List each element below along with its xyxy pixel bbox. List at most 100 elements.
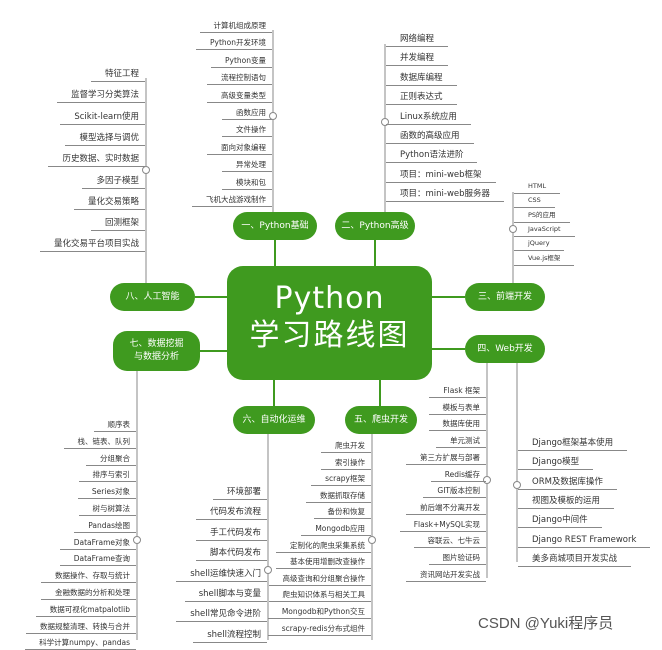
- leaf-flask-item[interactable]: 前后端不分离开发: [406, 502, 486, 515]
- leaf-flask-item[interactable]: Flask 框架: [429, 385, 486, 398]
- leaf-advanced-item[interactable]: Python语法进阶: [386, 150, 478, 164]
- watermark: CSDN @Yuki程序员: [478, 615, 614, 632]
- leaf-flask-item[interactable]: Flask+MySQL实现: [399, 519, 486, 532]
- leaf-crawler-item[interactable]: 高级查询和分组聚合操作: [268, 573, 371, 586]
- leaf-flask-item[interactable]: 资讯网站开发实战: [406, 569, 486, 582]
- leaf-data-item[interactable]: 数据可视化matpalotlib: [35, 604, 136, 617]
- leaf-data-item[interactable]: 树与树算法: [78, 503, 136, 516]
- leaf-basic-item[interactable]: 流程控制语句: [207, 72, 272, 86]
- leaf-data-item[interactable]: 分组聚合: [86, 453, 136, 466]
- branch-python-basic[interactable]: 一、Python基础: [233, 212, 317, 240]
- leaf-crawler-item[interactable]: 索引操作: [321, 457, 371, 470]
- leaf-crawler-item[interactable]: 定制化的爬虫采集系统: [276, 540, 371, 553]
- leaf-django-item[interactable]: 美多商城项目开发实战: [518, 554, 632, 567]
- leaf-ops-item[interactable]: shell常见命令进阶: [176, 609, 267, 623]
- leaf-django-item[interactable]: Django中间件: [518, 515, 602, 529]
- leaf-data-item[interactable]: 金融数据的分析和处理: [41, 587, 136, 600]
- leaf-basic-item[interactable]: 计算机组成原理: [199, 20, 272, 33]
- leaf-ai-item[interactable]: 量化交易平台项目实战: [39, 239, 145, 253]
- leaf-data-item[interactable]: 数据操作、存取与统计: [41, 570, 136, 584]
- leaf-data-item[interactable]: 栈、链表、队列: [63, 436, 136, 449]
- leaf-data-item[interactable]: 数据规整清理、转换与合并: [26, 621, 136, 634]
- leaf-crawler-item[interactable]: Mongodb应用: [301, 523, 371, 536]
- leaf-frontend-item[interactable]: HTML: [514, 181, 561, 194]
- leaf-crawler-item[interactable]: scrapy框架: [311, 473, 371, 487]
- branch-web[interactable]: 四、Web开发: [465, 335, 545, 363]
- leaf-frontend-item[interactable]: PS的应用: [514, 210, 570, 223]
- leaf-advanced-item[interactable]: 并发编程: [386, 53, 449, 67]
- leaf-basic-item[interactable]: 异常处理: [222, 159, 272, 173]
- leaf-advanced-item[interactable]: 数据库编程: [386, 73, 457, 86]
- leaf-advanced-item[interactable]: 项目：mini-web服务器: [386, 189, 505, 203]
- leaf-advanced-item[interactable]: 网络编程: [386, 34, 449, 47]
- leaf-data-item[interactable]: DataFrame查询: [59, 553, 136, 567]
- leaf-advanced-item[interactable]: 正则表达式: [386, 92, 457, 106]
- leaf-frontend-item[interactable]: JavaScript: [514, 224, 575, 237]
- leaf-data-item[interactable]: Pandas绘图: [74, 520, 136, 533]
- leaf-data-item[interactable]: 科学计算numpy、pandas: [25, 637, 136, 650]
- branch-frontend[interactable]: 三、前端开发: [465, 283, 545, 311]
- leaf-ops-item[interactable]: 脚本代码发布: [195, 548, 267, 562]
- leaf-advanced-item[interactable]: 项目：mini-web框架: [386, 170, 496, 183]
- leaf-django-item[interactable]: Django模型: [518, 457, 594, 471]
- leaf-frontend-item[interactable]: CSS: [514, 195, 555, 209]
- leaf-basic-item[interactable]: 面向对象编程: [207, 142, 272, 155]
- leaf-flask-item[interactable]: 模板与表单: [428, 402, 486, 415]
- leaf-ai-item[interactable]: 历史数据、实时数据: [48, 154, 145, 168]
- leaf-flask-item[interactable]: 图片验证码: [428, 552, 486, 565]
- leaf-crawler-item[interactable]: 爬虫知识体系与相关工具: [268, 589, 371, 603]
- leaf-basic-item[interactable]: 飞机大战游戏制作: [192, 194, 272, 207]
- leaf-ops-item[interactable]: 环境部署: [212, 487, 267, 500]
- leaf-data-item[interactable]: 排序与索引: [78, 469, 136, 483]
- leaf-ops-item[interactable]: shell运维快速入门: [176, 569, 267, 582]
- leaf-ai-item[interactable]: 监督学习分类算法: [56, 90, 145, 104]
- leaf-advanced-item[interactable]: 函数的高级应用: [386, 131, 474, 144]
- leaf-flask-item[interactable]: 数据库使用: [428, 418, 486, 432]
- branch-data-analysis[interactable]: 七、数据挖掘 与数据分析: [113, 331, 200, 371]
- leaf-ops-item[interactable]: 手工代码发布: [195, 528, 267, 541]
- leaf-crawler-item[interactable]: scrapy-redis分布式组件: [267, 623, 371, 636]
- leaf-crawler-item[interactable]: 爬虫开发: [321, 440, 371, 453]
- leaf-basic-item[interactable]: 函数应用: [222, 107, 272, 120]
- leaf-ai-item[interactable]: 多因子模型: [82, 176, 145, 189]
- leaf-flask-item[interactable]: 单元测试: [436, 435, 486, 449]
- branch-crawler[interactable]: 五、爬虫开发: [345, 406, 417, 434]
- leaf-crawler-item[interactable]: Mongodb和Python交互: [267, 606, 371, 619]
- leaf-django-item[interactable]: Django框架基本使用: [518, 438, 628, 451]
- leaf-ops-item[interactable]: shell流程控制: [193, 630, 267, 643]
- branch-python-advanced[interactable]: 二、Python高级: [335, 212, 415, 240]
- leaf-django-item[interactable]: Django REST Framework: [518, 535, 651, 548]
- leaf-data-item[interactable]: 顺序表: [93, 419, 136, 432]
- leaf-crawler-item[interactable]: 数据抓取存储: [306, 490, 371, 503]
- leaf-flask-item[interactable]: 第三方扩展与部署: [406, 452, 486, 465]
- leaf-ai-item[interactable]: Scikit-learn使用: [60, 112, 145, 125]
- leaf-ai-item[interactable]: 特征工程: [90, 69, 145, 82]
- leaf-advanced-item[interactable]: Linux系统应用: [386, 112, 471, 125]
- central-topic: Python 学习路线图: [227, 266, 432, 380]
- leaf-data-item[interactable]: Series对象: [77, 486, 136, 500]
- leaf-frontend-item[interactable]: Vue.js框架: [514, 253, 575, 266]
- leaf-basic-item[interactable]: 文件操作: [222, 124, 272, 138]
- branch-ai[interactable]: 八、人工智能: [110, 283, 195, 311]
- leaf-frontend-item[interactable]: jQuery: [514, 238, 564, 252]
- leaf-flask-item[interactable]: GIT版本控制: [423, 485, 486, 499]
- leaf-ai-item[interactable]: 模型选择与调优: [65, 133, 145, 146]
- leaf-data-item[interactable]: DataFrame对象: [59, 537, 136, 550]
- leaf-ai-item[interactable]: 回测框架: [90, 218, 145, 232]
- leaf-basic-item[interactable]: 模块和包: [222, 177, 272, 190]
- leaf-basic-item[interactable]: Python变量: [211, 55, 272, 68]
- leaf-crawler-item[interactable]: 基本使用增删改查操作: [276, 556, 371, 570]
- leaf-crawler-item[interactable]: 备份和恢复: [313, 506, 371, 520]
- leaf-basic-item[interactable]: Python开发环境: [196, 37, 272, 51]
- leaf-ops-item[interactable]: 代码发布流程: [195, 507, 267, 521]
- leaf-flask-item[interactable]: 容联云、七牛云: [413, 535, 486, 549]
- leaf-django-item[interactable]: 视图及模板的运用: [518, 496, 615, 509]
- leaf-ai-item[interactable]: 量化交易策略: [73, 197, 145, 210]
- leaf-basic-item[interactable]: 高级变量类型: [207, 90, 272, 103]
- leaf-flask-item[interactable]: Redis缓存: [430, 469, 486, 482]
- leaf-ops-item[interactable]: shell脚本与变量: [184, 589, 267, 602]
- central-subtitle: 学习路线图: [249, 318, 410, 353]
- leaf-django-item[interactable]: ORM及数据库操作: [518, 477, 617, 490]
- branch-ops[interactable]: 六、自动化运维: [233, 406, 315, 434]
